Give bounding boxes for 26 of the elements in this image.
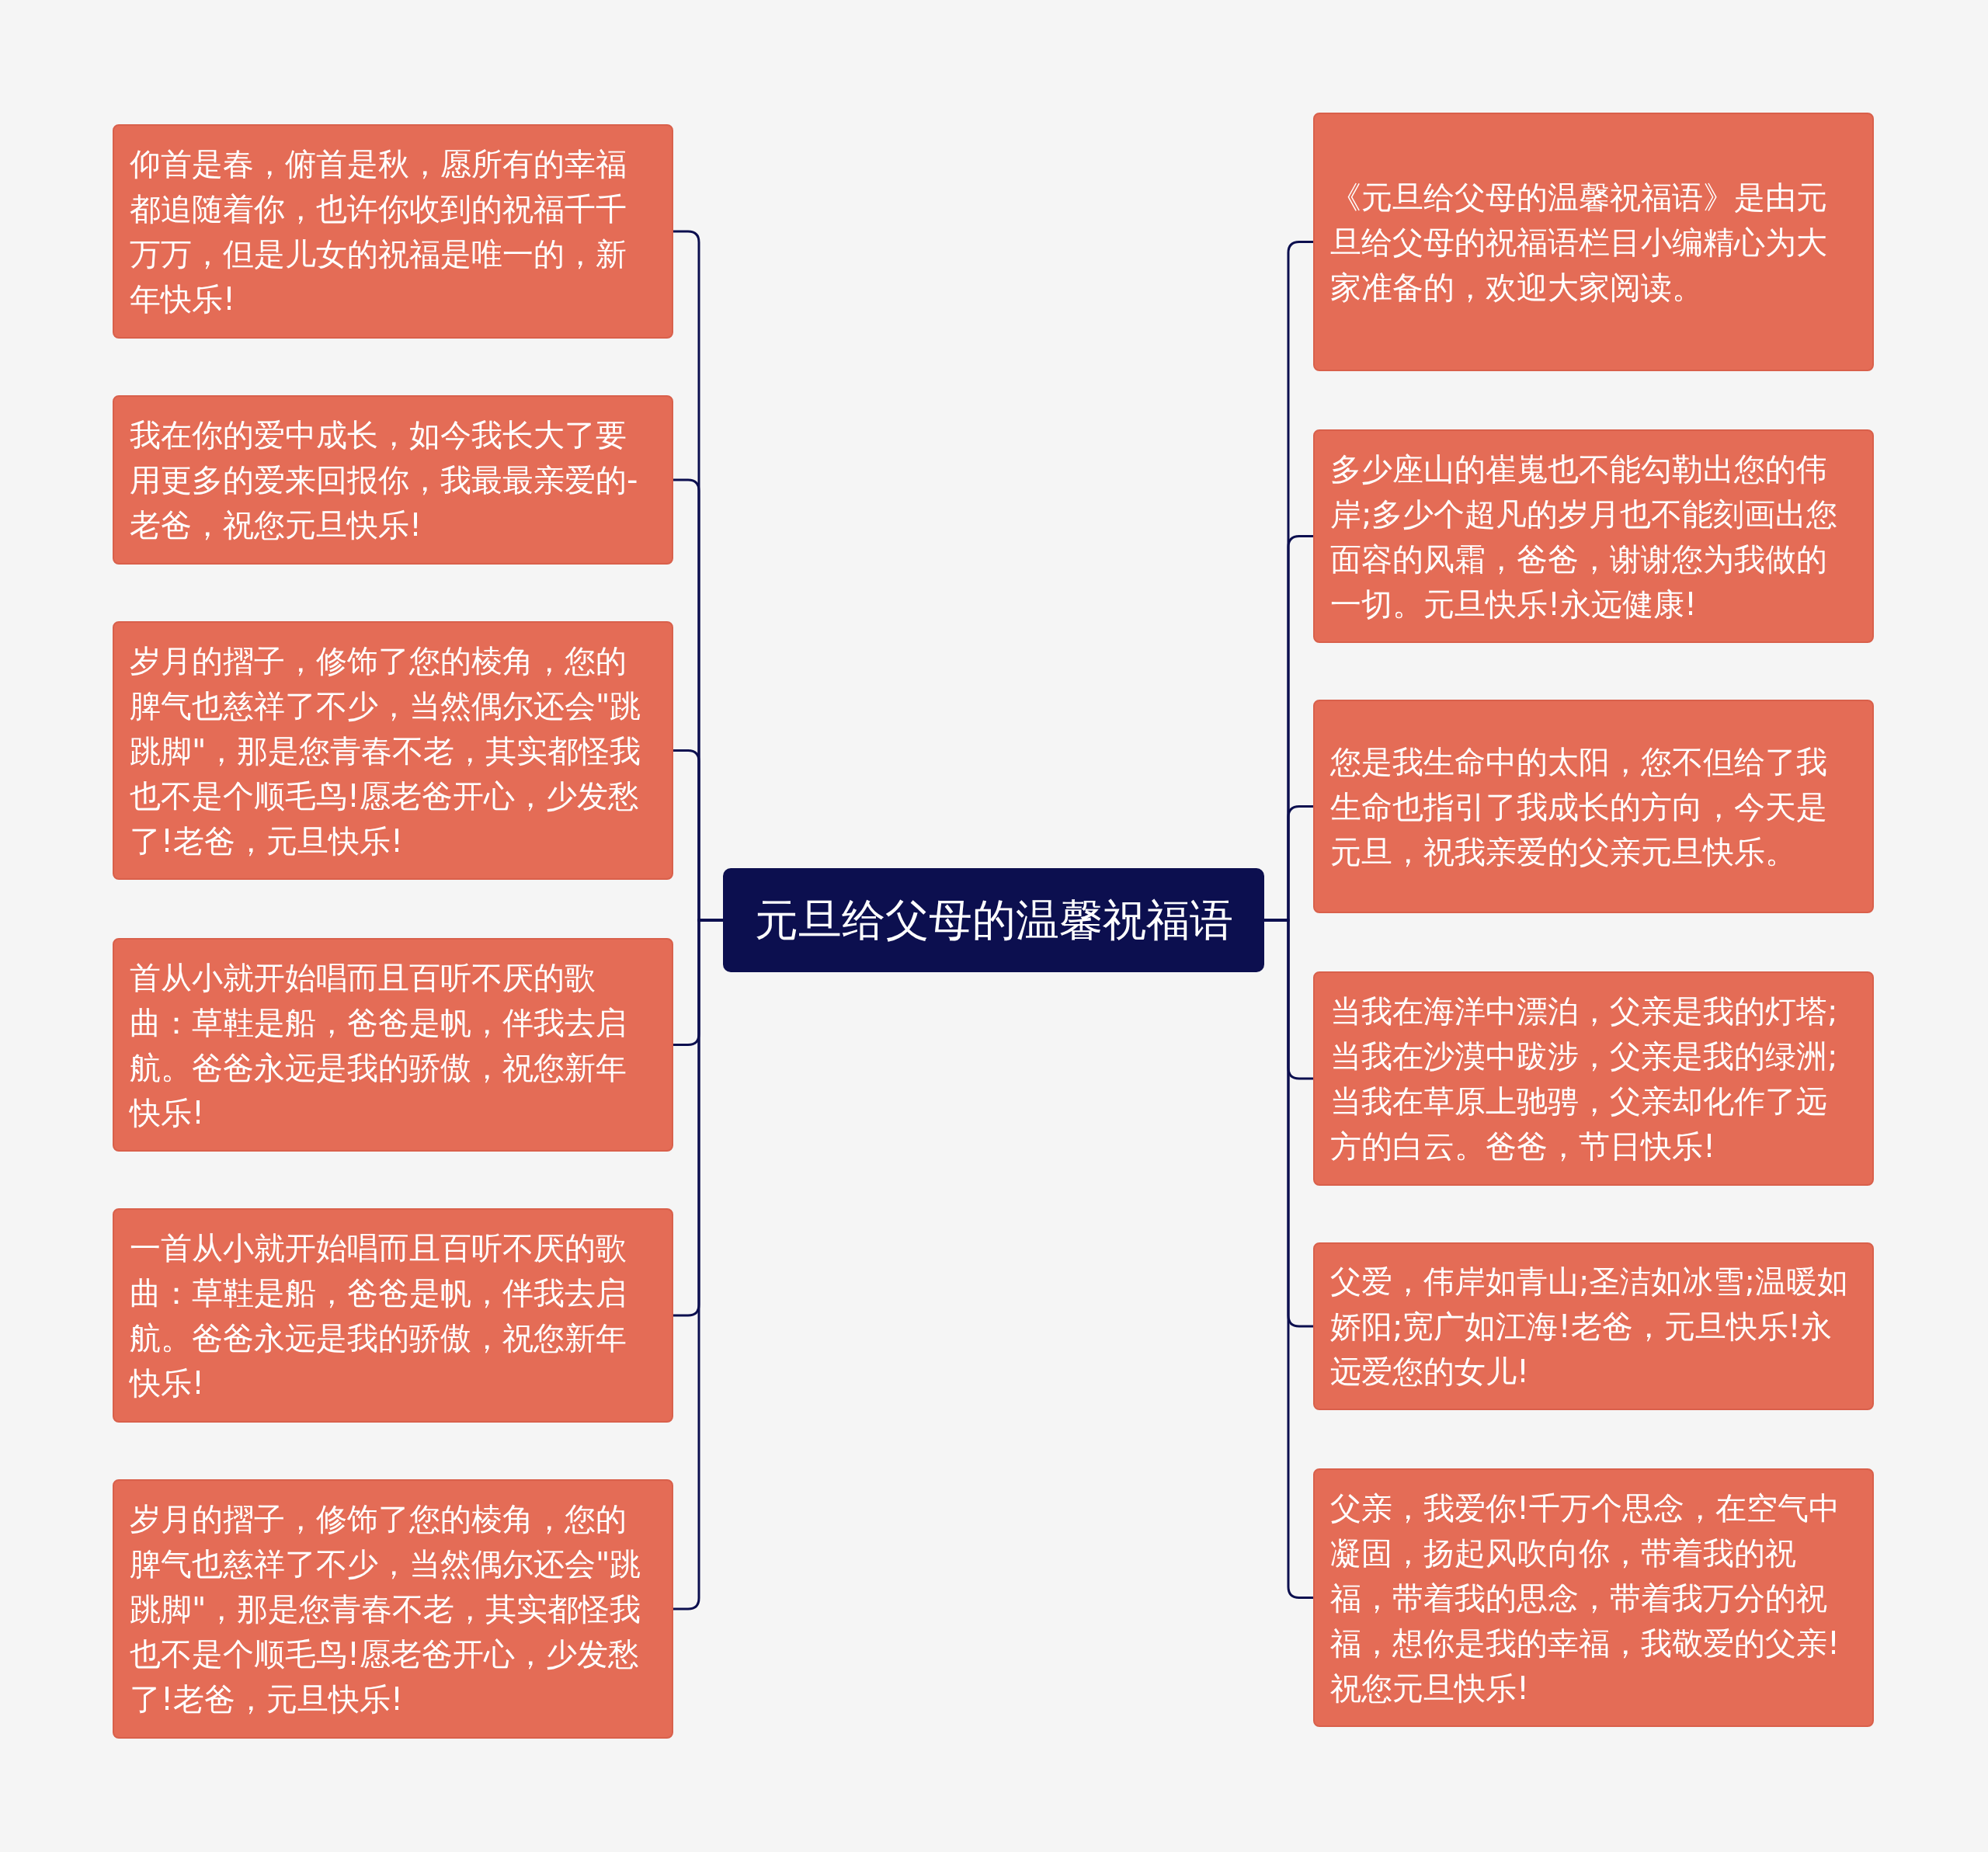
topic-text: 仰首是春，俯首是秋，愿所有的幸福都追随着你，也许你收到的祝福千千万万，但是儿女的祝福是唯一的，新年快乐!: [130, 145, 627, 318]
topic-text: 父亲，我爱你!千万个思念，在空气中凝固，扬起风吹向你，带着我的祝福，带着我的思念，带着我万分的祝福，想你是我的幸福，我敬爱的父亲!祝您元旦快乐!: [1330, 1489, 1841, 1708]
topic-text: 《元旦给父母的温馨祝福语》是由元旦给父母的祝福语栏目小编精心为大家准备的，欢迎大家阅读。: [1330, 178, 1828, 307]
topic-text: 您是我生命中的太阳，您不但给了我生命也指引了我成长的方向，今天是元旦，祝我亲爱的父亲元旦快乐。: [1330, 742, 1828, 871]
topic-box: [1313, 700, 1874, 913]
topic-box: [113, 621, 673, 880]
topic-text: 岁月的摺子，修饰了您的棱角，您的脾气也慈祥了不少，当然偶尔还会"跳跳脚"，那是您青春不老，其实都怪我也不是个顺毛鸟!愿老爸开心，少发愁了!老爸，元旦快乐!: [130, 641, 642, 860]
topic-text: 当我在海洋中漂泊，父亲是我的灯塔;当我在沙漠中跋涉，父亲是我的绿洲;当我在草原上驰骋，父亲却化作了远方的白云。爸爸，节日快乐!: [1330, 992, 1839, 1166]
central-topic-box: [723, 868, 1264, 972]
topic-box: [1313, 1468, 1874, 1727]
topic-text: 多少座山的崔嵬也不能勾勒出您的伟岸;多少个超凡的岁月也不能刻画出您面容的风霜，爸爸，谢谢您为我做的一切。元旦快乐!永远健康!: [1330, 450, 1839, 624]
topic-box: [113, 395, 673, 565]
central-topic-text: 元旦给父母的温馨祝福语: [754, 894, 1233, 947]
topic-box: [113, 1479, 673, 1739]
topic-box: [113, 1208, 673, 1423]
topic-box: [1313, 429, 1874, 643]
topic-box: [1313, 113, 1874, 371]
topic-text: 一首从小就开始唱而且百听不厌的歌曲：草鞋是船，爸爸是帆，伴我去启航。爸爸永远是我的骄傲，祝您新年快乐!: [130, 1229, 627, 1402]
topic-text: 岁月的摺子，修饰了您的棱角，您的脾气也慈祥了不少，当然偶尔还会"跳跳脚"，那是您青春不老，其实都怪我也不是个顺毛鸟!愿老爸开心，少发愁了!老爸，元旦快乐!: [130, 1500, 642, 1718]
topic-text: 父爱，伟岸如青山;圣洁如冰雪;温暖如娇阳;宽广如江海!老爸，元旦快乐!永远爱您的女儿!: [1330, 1263, 1849, 1391]
topic-text: 我在你的爱中成长，如今我长大了要用更多的爱来回报你，我最最亲爱的-老爸，祝您元旦快乐!: [130, 416, 639, 544]
topic-box: [113, 124, 673, 339]
topic-box: [1313, 1242, 1874, 1410]
topic-text: 首从小就开始唱而且百听不厌的歌曲：草鞋是船，爸爸是帆，伴我去启航。爸爸永远是我的骄傲，祝您新年快乐!: [130, 958, 627, 1132]
topic-box: [1313, 971, 1874, 1186]
topic-box: [113, 938, 673, 1152]
